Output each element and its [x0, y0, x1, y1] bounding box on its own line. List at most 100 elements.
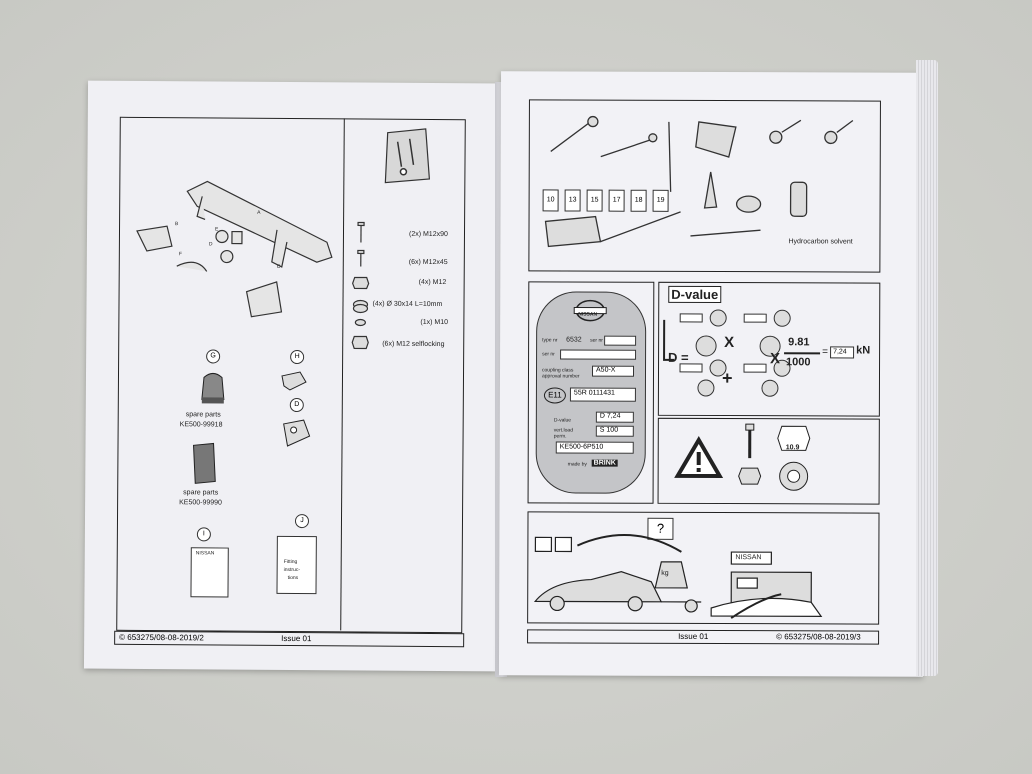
plate-part-no-value: KE500-6P510 [559, 443, 604, 451]
plate-dvalue-value: D 7,24 [599, 412, 621, 420]
part-letter-d: D [208, 241, 213, 248]
spare-parts-2-code: KE500-99990 [179, 499, 222, 507]
plate-coupling-value: A50-X [596, 366, 616, 374]
page-stack-edge [916, 60, 938, 676]
towing-diagram [533, 534, 823, 619]
part-letter-a: A [257, 209, 261, 216]
left-footer: © 653275/08-08-2019/2 Issue 01 [114, 630, 465, 648]
fastener-icons [351, 221, 370, 350]
left-page-column-divider [340, 118, 465, 632]
socket-18-label: 18 [634, 196, 643, 204]
torque-nut-icon [777, 425, 811, 491]
fastener-5: (1x) M10 [420, 318, 449, 327]
left-footer-code: © 653275/08-08-2019/2 [119, 632, 204, 643]
part-circle-h: H [290, 349, 305, 365]
plate-part-no-field: KE500-6P510 [555, 441, 634, 454]
plate-approval-field: 55R 0111431 [569, 387, 636, 402]
part-circle-d: D [289, 397, 304, 413]
warning-icon [674, 435, 724, 479]
plate-ser-label: ser nr [542, 351, 555, 358]
plate-maker: BRINK [591, 459, 618, 467]
right-footer: Issue 01 © 653275/08-08-2019/3 [527, 629, 880, 645]
dvalue-plus: + [721, 368, 733, 389]
ball-cover-icon [201, 372, 225, 404]
socket-10: 10 [542, 189, 559, 212]
booklet-j-line2: instruc- [283, 566, 301, 574]
towbar-kit-drawing [136, 180, 333, 318]
solvent-label: Hydrocarbon solvent [788, 238, 853, 246]
booklet-i-title: NISSAN [195, 550, 215, 557]
part-letter-e: E [215, 226, 219, 233]
spare-parts-g-label: spare parts [185, 411, 221, 419]
fastener-6: (6x) M12 selflocking [382, 340, 445, 349]
part-h-drawing [281, 371, 307, 391]
socket-19-label: 19 [656, 196, 665, 204]
socket-17: 17 [608, 189, 625, 212]
dvalue-equals: = [822, 346, 828, 358]
dvalue-times1: X [724, 334, 735, 352]
plate-e-mark-label: E11 [548, 390, 562, 400]
plate-dvalue-label: D-value [553, 417, 572, 424]
part-circle-i: I [196, 527, 211, 542]
plate-ser-field [560, 349, 637, 360]
socket-13: 13 [564, 189, 581, 212]
plate-vert-field: S 100 [595, 425, 634, 437]
plate-made-by: made by [567, 461, 587, 468]
plate-type-value: 6532 [566, 336, 582, 344]
fastener-2: (6x) M12x45 [408, 258, 448, 267]
torque-grade: 10.9 [785, 444, 800, 452]
right-footer-issue: Issue 01 [678, 631, 709, 641]
socket-15: 15 [586, 189, 603, 212]
socket-18: 18 [630, 189, 647, 212]
weight-label: kg [661, 569, 669, 577]
dealer-sign: NISSAN [735, 554, 762, 562]
fastener-3: (4x) M12 [418, 278, 447, 287]
bolt-bag-icon [384, 128, 431, 184]
dvalue-denominator: 1000 [786, 356, 811, 369]
nissan-logo-icon [573, 299, 607, 322]
socket-19: 19 [652, 189, 669, 212]
socket-15-label: 15 [590, 196, 599, 204]
fastener-4: (4x) Ø 30x14 L=10mm [372, 300, 443, 309]
booklet-j: Fitting instruc- tions [276, 535, 317, 595]
plate-vert-value: S 100 [599, 426, 619, 434]
right-page: 10 13 15 17 18 19 Hydrocarbon solvent NI… [498, 71, 926, 677]
plate-e-mark: E11 [543, 387, 566, 404]
plate-coupling-field: A50-X [591, 365, 635, 377]
dvalue-result: 7,24 [833, 348, 847, 356]
part-letter-f: F [178, 251, 182, 258]
fastener-1: (2x) M12x90 [408, 230, 448, 239]
formula-icons [663, 309, 791, 397]
left-footer-issue: Issue 01 [281, 633, 312, 644]
plate-approval-value: 55R 0111431 [573, 389, 615, 397]
dvalue-fraction-bar [784, 352, 821, 354]
plate-coupling-label2: approval number [541, 373, 580, 380]
bolt-nut-icon [738, 423, 762, 485]
part-letter-b: B [175, 221, 179, 228]
plate-type-label: type nr [542, 337, 558, 344]
spare-parts-2-label: spare parts [183, 489, 219, 497]
dvalue-unit: kN [856, 344, 871, 357]
booklet-j-line3: tions [287, 574, 299, 582]
plate-ser-nr-label: ser nr [590, 337, 603, 344]
left-page: A B C D E F (2x) M12x90 (6x) M12x45 (4x)… [83, 80, 501, 672]
cable-bag-icon [192, 442, 216, 484]
socket-13-label: 13 [568, 196, 577, 204]
part-circle-j: J [294, 514, 310, 529]
right-footer-code: © 653275/08-08-2019/3 [776, 632, 861, 642]
spare-parts-g-code: KE500-99918 [179, 421, 223, 429]
part-circle-g: G [206, 349, 221, 364]
dvalue-numerator: 9.81 [788, 336, 810, 349]
part-d-drawing [283, 419, 311, 447]
socket-row: 10 13 15 17 18 19 [542, 189, 669, 212]
dvalue-result-field: 7,24 [830, 346, 855, 359]
plate-dvalue-field: D 7,24 [595, 411, 634, 423]
dvalue-title: D-value [668, 285, 722, 304]
part-letter-c: C [276, 263, 281, 270]
plate-brand: NISSAN [578, 311, 598, 318]
tools-drawing [544, 115, 854, 248]
plate-type-field [604, 335, 637, 346]
socket-17-label: 17 [612, 196, 621, 204]
booklet-i: NISSAN [190, 547, 229, 598]
socket-10-label: 10 [546, 196, 555, 204]
